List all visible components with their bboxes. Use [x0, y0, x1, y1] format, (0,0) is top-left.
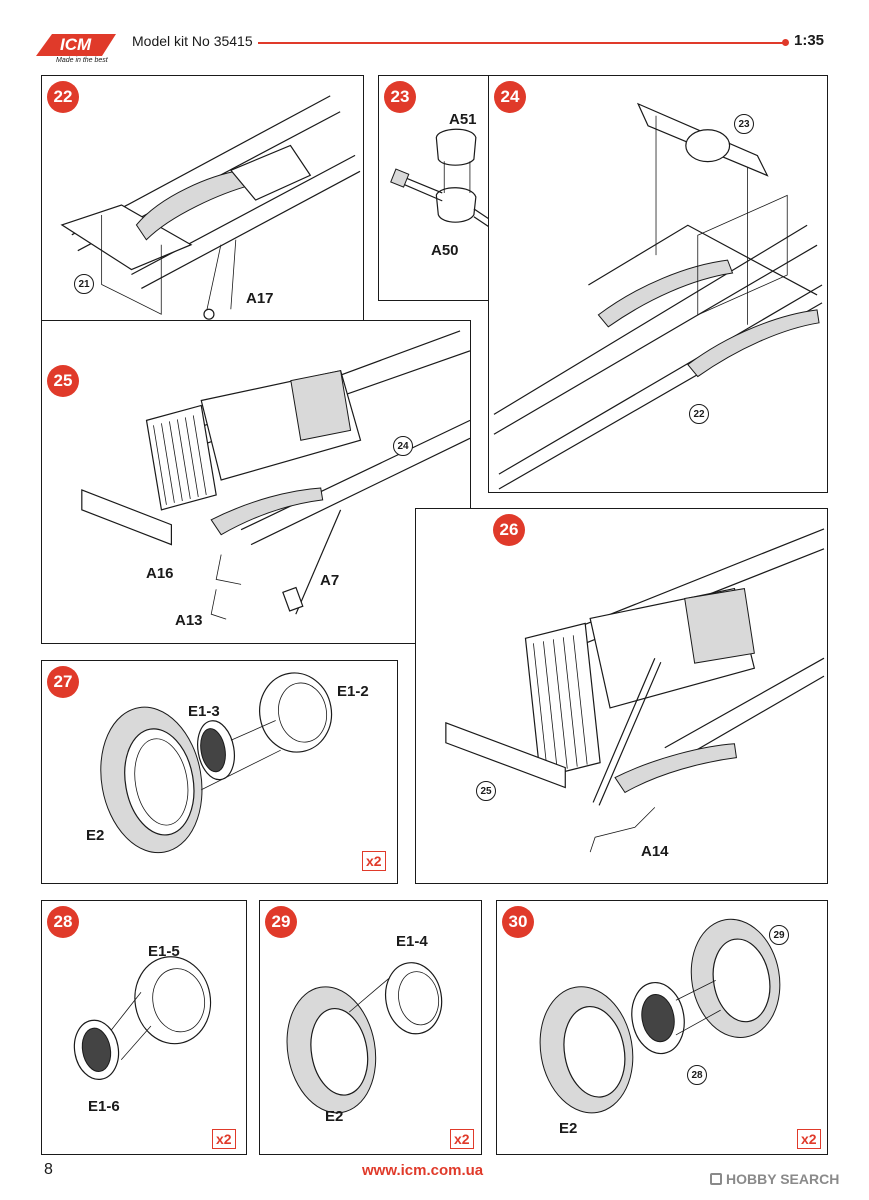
- step-25-panel: 25 24 A16 A7 A13: [41, 320, 471, 644]
- part-A13: A13: [175, 612, 203, 629]
- quantity-badge: x2: [450, 1129, 474, 1149]
- ref-24: 24: [393, 436, 413, 456]
- part-E2: E2: [325, 1108, 344, 1125]
- part-A14: A14: [641, 843, 669, 860]
- part-E2: E2: [559, 1120, 578, 1137]
- step-26-badge: 26: [493, 514, 525, 546]
- logo-text: ICM: [60, 35, 92, 54]
- page-number: 8: [44, 1161, 53, 1178]
- part-E1-2: E1-2: [337, 683, 369, 700]
- part-A50: A50: [431, 242, 459, 259]
- wheel-29-drawing: [260, 901, 481, 1154]
- logo-tagline: Made in the best: [56, 57, 108, 64]
- step-28-panel: 28 E1-5 E1-6 x2: [41, 900, 247, 1155]
- step-29-panel: 29 E1-4 E2 x2: [259, 900, 482, 1155]
- quantity-badge: x2: [797, 1129, 821, 1149]
- watermark-text: HOBBY SEARCH: [726, 1171, 840, 1187]
- step-29-badge: 29: [265, 906, 297, 938]
- step-25-badge: 25: [47, 365, 79, 397]
- part-E1-4: E1-4: [396, 933, 428, 950]
- part-A16: A16: [146, 565, 174, 582]
- step-26-panel: 26 25 A14: [415, 508, 828, 884]
- step-24-badge: 24: [494, 81, 526, 113]
- step-27-badge: 27: [47, 666, 79, 698]
- icm-logo: ICM Made in the best: [32, 26, 120, 66]
- step-23-badge: 23: [384, 81, 416, 113]
- part-A7: A7: [320, 572, 340, 589]
- ref-21: 21: [74, 274, 94, 294]
- part-E1-3: E1-3: [188, 703, 220, 720]
- part-E1-6: E1-6: [88, 1098, 120, 1115]
- chassis-rear-drawing: [489, 76, 827, 492]
- step-22-panel: 22 21 A17: [41, 75, 364, 345]
- chassis-front-drawing: [42, 76, 363, 344]
- header-rule-end: [782, 39, 789, 46]
- quantity-badge: x2: [362, 851, 386, 871]
- ref-29: 29: [769, 925, 789, 945]
- ref-25: 25: [476, 781, 496, 801]
- step-24-panel: 24 23 22: [488, 75, 828, 493]
- part-A17: A17: [246, 290, 274, 307]
- ref-28: 28: [687, 1065, 707, 1085]
- step-30-panel: 30 29 28 E2 x2: [496, 900, 828, 1155]
- ref-23: 23: [734, 114, 754, 134]
- part-A51: A51: [449, 111, 477, 128]
- quantity-badge: x2: [212, 1129, 236, 1149]
- step-27-panel: 27 E1-2 E1-3 E2 x2: [41, 660, 398, 884]
- website-link[interactable]: www.icm.com.ua: [362, 1162, 484, 1179]
- kit-number: Model kit No 35415: [132, 33, 253, 49]
- engine-chassis-drawing: [42, 321, 470, 643]
- wheel-28-drawing: [42, 901, 246, 1154]
- part-E2: E2: [86, 827, 105, 844]
- header-rule: [258, 42, 786, 44]
- step-28-badge: 28: [47, 906, 79, 938]
- steering-chassis-drawing: [416, 509, 827, 883]
- scale-label: 1:35: [794, 32, 825, 49]
- watermark: HOBBY SEARCH: [710, 1171, 839, 1187]
- step-22-badge: 22: [47, 81, 79, 113]
- dual-wheel-30-drawing: [497, 901, 827, 1154]
- part-E1-5: E1-5: [148, 943, 180, 960]
- watermark-icon: [710, 1173, 722, 1185]
- step-30-badge: 30: [502, 906, 534, 938]
- ref-22: 22: [689, 404, 709, 424]
- wheel-27-drawing: [42, 661, 397, 883]
